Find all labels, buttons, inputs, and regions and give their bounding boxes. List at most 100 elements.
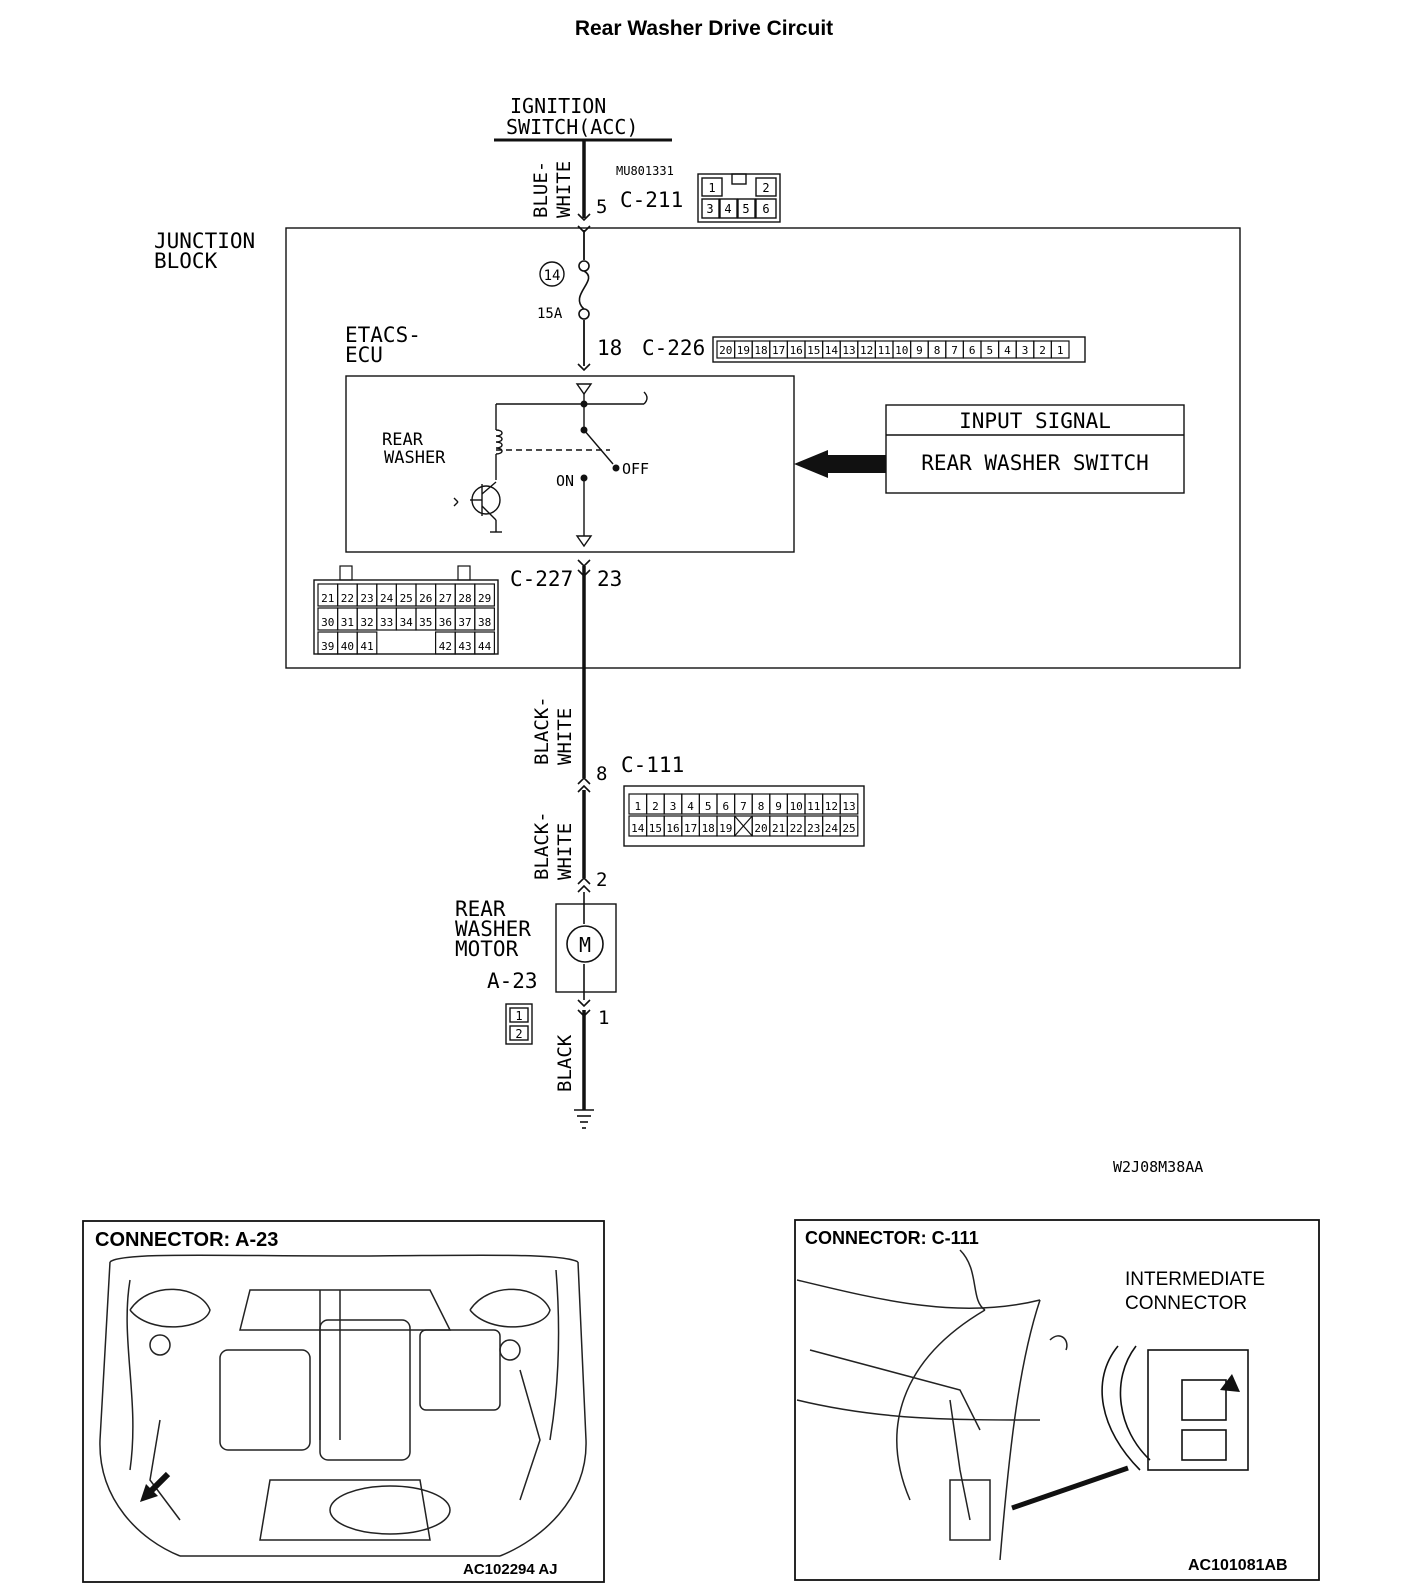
- dashboard-illustration: [796, 1249, 1068, 1561]
- c226-cell: 6: [969, 344, 976, 357]
- panel-right-code: AC101081AB: [1188, 1557, 1288, 1574]
- c111-cell: 18: [702, 822, 715, 835]
- c226-cell: 20: [719, 344, 732, 357]
- c111-cell: 4: [687, 800, 694, 813]
- c227-cell: 32: [360, 616, 373, 629]
- a23-name: A-23: [487, 969, 538, 993]
- c111-cell-box: [839, 793, 859, 815]
- ignition-label-2: SWITCH(ACC): [506, 115, 638, 139]
- c226-cell: 19: [737, 344, 750, 357]
- input-signal-header: INPUT SIGNAL: [959, 409, 1111, 433]
- c111-connector: [623, 785, 865, 847]
- c227-cell: 25: [400, 592, 413, 605]
- c227-cell: 22: [341, 592, 354, 605]
- switch-node: [580, 474, 588, 482]
- c226-cell: 12: [860, 344, 873, 357]
- c226-cell: 2: [1039, 344, 1046, 357]
- ecu-label-1: ETACS-: [345, 323, 421, 347]
- fuse-rating: 15A: [537, 306, 563, 322]
- c226-name: C-226: [642, 336, 705, 360]
- c211-pin: 5: [596, 196, 607, 218]
- wire-label-white-2: WHITE: [554, 823, 576, 880]
- c111-cell: 7: [740, 800, 747, 813]
- c211-cell: 2: [762, 181, 769, 195]
- connector-pointer-arrow: [1220, 1374, 1240, 1392]
- c227-cell: 36: [439, 616, 452, 629]
- pointer-line: [1011, 1465, 1129, 1511]
- junction-block-outline: [285, 227, 1241, 669]
- c111-pin-2: 2: [596, 869, 607, 891]
- c227-cell-box: [356, 631, 378, 655]
- c111-cell: 6: [722, 800, 729, 813]
- c227-cell-box: [474, 583, 495, 607]
- c111-blank-cell-box: [733, 815, 753, 837]
- switch-off-label: OFF: [622, 460, 649, 478]
- c111-cell: 9: [775, 800, 782, 813]
- c226-pin: 18: [597, 336, 622, 360]
- c227-cell: 40: [341, 640, 354, 653]
- c226-cell: 18: [754, 344, 767, 357]
- c226-cell: 3: [1022, 344, 1029, 357]
- input-signal-value: REAR WASHER SWITCH: [921, 451, 1149, 475]
- c227-cell: 43: [458, 640, 471, 653]
- switch-on-label: ON: [556, 472, 574, 490]
- ignition-label-1: IGNITION: [510, 94, 606, 118]
- connector-c111-panel: [794, 1219, 1320, 1581]
- c111-unused-pin: [734, 815, 753, 837]
- panel-left-code: AC102294 AJ: [463, 1561, 558, 1578]
- wire-label-blue: BLUE-: [530, 161, 552, 218]
- c227-cell: 24: [380, 592, 394, 605]
- c227-cell: 27: [439, 592, 452, 605]
- c227-cell: 31: [341, 616, 354, 629]
- c111-name: C-111: [621, 753, 684, 777]
- c227-cell: 39: [321, 640, 334, 653]
- motor-label-3: MOTOR: [455, 937, 519, 961]
- intermediate-connector-illustration: [1101, 1345, 1249, 1471]
- c227-cell: 35: [419, 616, 432, 629]
- c227-cell: 37: [458, 616, 471, 629]
- motor-symbol: [566, 925, 604, 963]
- c227-cell: 30: [321, 616, 334, 629]
- a23-cell: 2: [515, 1027, 522, 1041]
- c226-cell: 8: [934, 344, 941, 357]
- c227-cell-box: [474, 631, 495, 655]
- c226-cell: 9: [916, 344, 923, 357]
- wire-label-white: WHITE: [553, 161, 575, 218]
- motor-label-2: WASHER: [455, 917, 531, 941]
- engine-bay-illustration: [99, 1254, 587, 1557]
- c211-cell: 3: [706, 202, 713, 216]
- c226-cell-box: [1050, 340, 1070, 359]
- junction-block-label-2: BLOCK: [154, 249, 218, 273]
- wire-label-black-2: BLACK-: [531, 811, 553, 880]
- c226-cell: 7: [951, 344, 958, 357]
- c211-cell: 4: [724, 202, 731, 216]
- relay-label-2: WASHER: [384, 448, 446, 468]
- c111-cell: 23: [807, 822, 820, 835]
- panel-left-title: CONNECTOR: A-23: [95, 1229, 278, 1251]
- c111-cell: 25: [842, 822, 855, 835]
- c111-cell: 15: [649, 822, 662, 835]
- c227-cell-box: [474, 607, 495, 631]
- panel-right-label-2: CONNECTOR: [1125, 1293, 1247, 1314]
- c227-cell: 29: [478, 592, 491, 605]
- c227-cell: 21: [321, 592, 334, 605]
- c111-cell: 14: [631, 822, 645, 835]
- input-arrow-head: [794, 450, 828, 478]
- c227-cell: 44: [478, 640, 492, 653]
- c111-cell: 22: [790, 822, 803, 835]
- location-arrowhead-a23: [140, 1484, 158, 1502]
- input-arrow-shaft: [826, 455, 886, 473]
- c226-cell: 16: [790, 344, 803, 357]
- c226-cell: 4: [1004, 344, 1011, 357]
- c111-cell: 12: [825, 800, 838, 813]
- c111-cell-box: [839, 815, 859, 837]
- c227-latch: [457, 565, 471, 581]
- c226-cell: 10: [895, 344, 908, 357]
- c227-name: C-227: [510, 567, 573, 591]
- c227-cell: 23: [360, 592, 373, 605]
- c111-cell: 5: [705, 800, 712, 813]
